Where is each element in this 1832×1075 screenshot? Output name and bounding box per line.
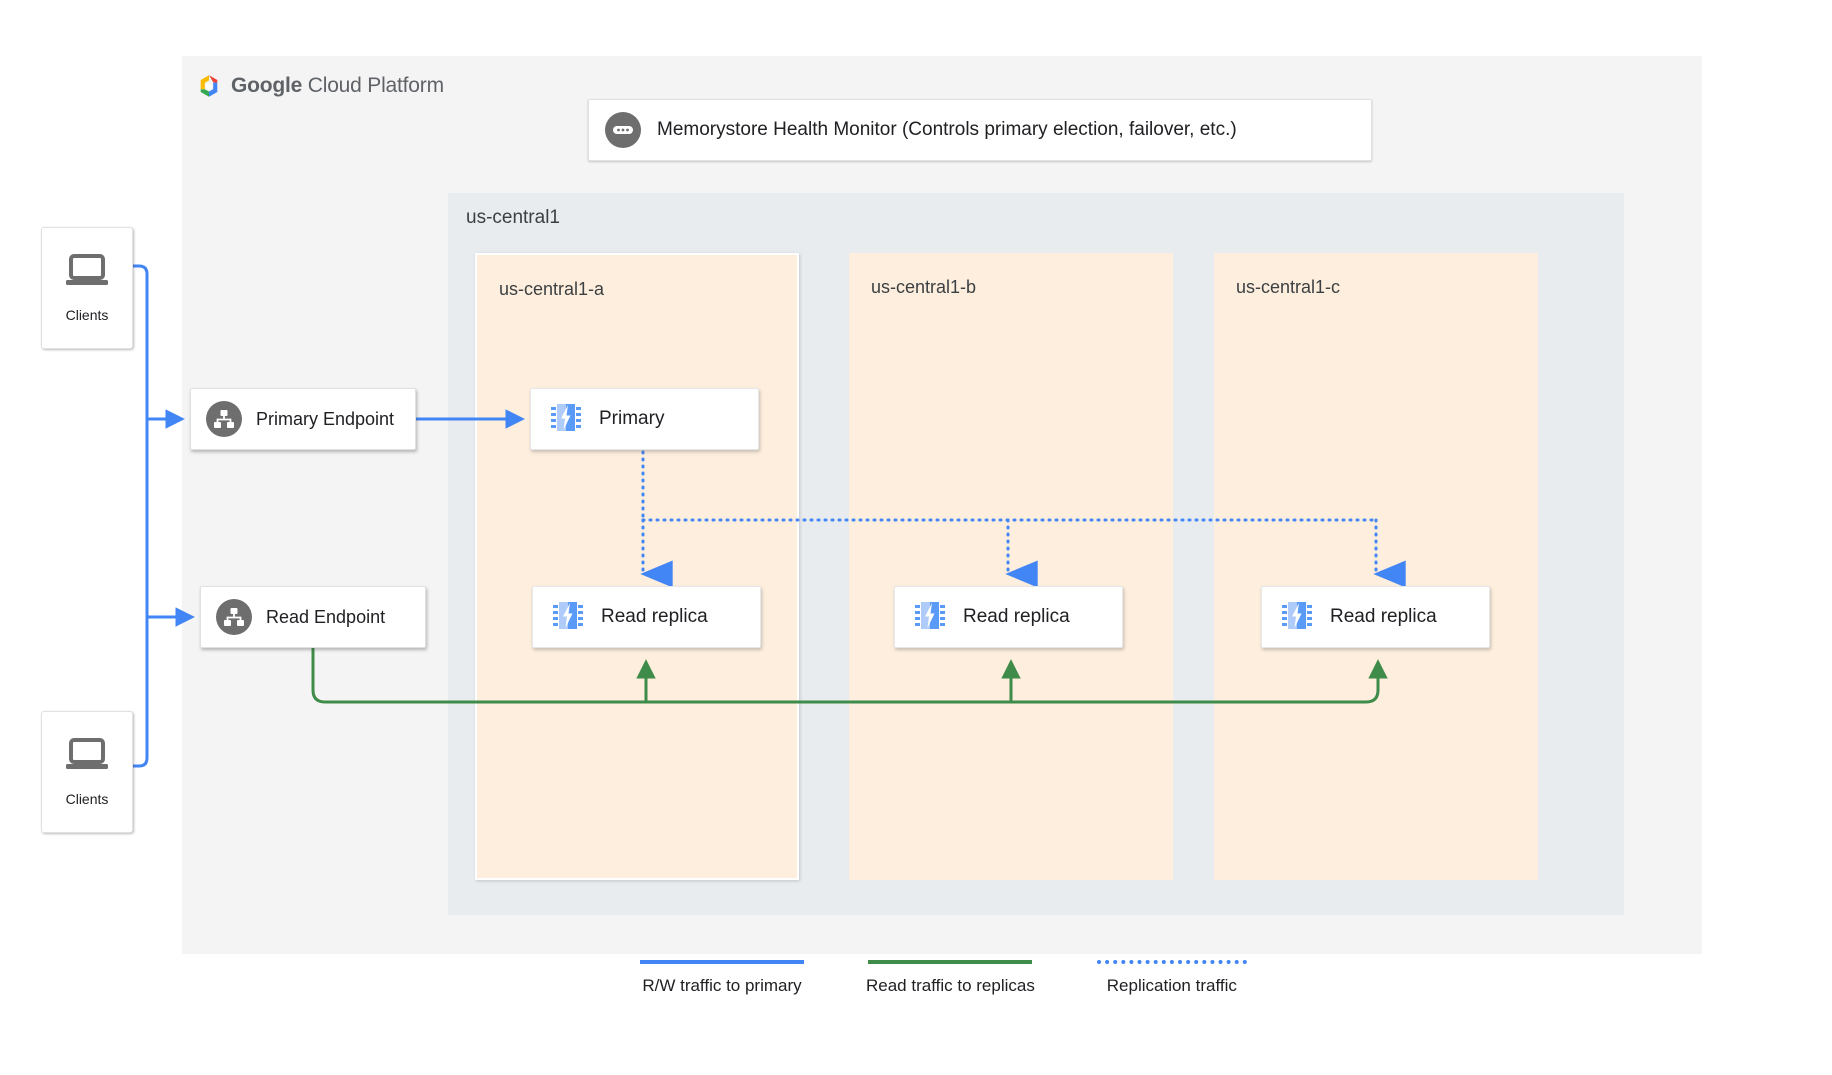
health-monitor-label: Memorystore Health Monitor (Controls pri… [657,119,1237,140]
read-replica-node-b: Read replica [894,586,1123,648]
legend-swatch-blue-line-icon [640,960,804,964]
clients-box-bottom: Clients [41,711,133,833]
region-label: us-central1 [466,207,560,228]
memorystore-chip-icon [549,400,583,439]
read-replica-node-a: Read replica [532,586,761,648]
read-replica-b-label: Read replica [963,606,1070,627]
legend-item-read-traffic: Read traffic to replicas [866,960,1035,996]
logo-word-google: Google [231,74,303,97]
read-replica-c-label: Read replica [1330,606,1437,627]
primary-endpoint-label: Primary Endpoint [256,408,395,429]
legend-swatch-dotted-line-icon [1096,960,1247,964]
laptop-icon [64,253,110,293]
zone-label-c: us-central1-c [1236,277,1341,297]
memorystore-chip-icon [551,598,585,637]
legend-label-read-traffic: Read traffic to replicas [866,976,1035,995]
laptop-icon [64,737,110,777]
legend-swatch-green-line-icon [868,960,1033,964]
logo-word-cloud-platform: Cloud Platform [302,74,444,97]
primary-node-box: Primary [530,388,759,450]
read-endpoint-label: Read Endpoint [266,606,386,627]
memorystore-chip-icon [913,598,947,637]
google-cloud-platform-logo-text: Google Cloud Platform [231,74,444,98]
legend-item-replication-traffic: Replication traffic [1096,960,1247,996]
network-hierarchy-icon [216,599,252,635]
legend: R/W traffic to primary Read traffic to r… [640,960,1247,996]
legend-label-replication-traffic: Replication traffic [1106,976,1237,995]
legend-item-rw-traffic: R/W traffic to primary [640,960,804,996]
memorystore-chip-icon [1280,598,1314,637]
read-endpoint-box: Read Endpoint [200,586,426,648]
more-horizontal-circle-icon [605,112,641,148]
clients-label-top: Clients [65,306,109,323]
clients-label-bottom: Clients [65,790,109,807]
clients-box-top: Clients [41,227,133,349]
read-replica-node-c: Read replica [1261,586,1490,648]
google-cloud-platform-logo: Google Cloud Platform [196,73,444,99]
network-hierarchy-icon [206,401,242,437]
primary-endpoint-box: Primary Endpoint [190,388,416,450]
zone-label-a: us-central1-a [499,279,605,299]
zone-label-b: us-central1-b [871,277,977,297]
zone-us-central1-c: us-central1-c [1214,253,1538,880]
zone-us-central1-b: us-central1-b [849,253,1173,880]
zone-us-central1-a: us-central1-a [475,253,799,880]
read-replica-a-label: Read replica [601,606,708,627]
client-bus-line [133,264,149,768]
google-cloud-logo-icon [196,73,222,99]
memorystore-health-monitor-card: Memorystore Health Monitor (Controls pri… [588,99,1372,161]
primary-node-label: Primary [599,408,665,429]
legend-label-rw-traffic: R/W traffic to primary [642,976,802,995]
